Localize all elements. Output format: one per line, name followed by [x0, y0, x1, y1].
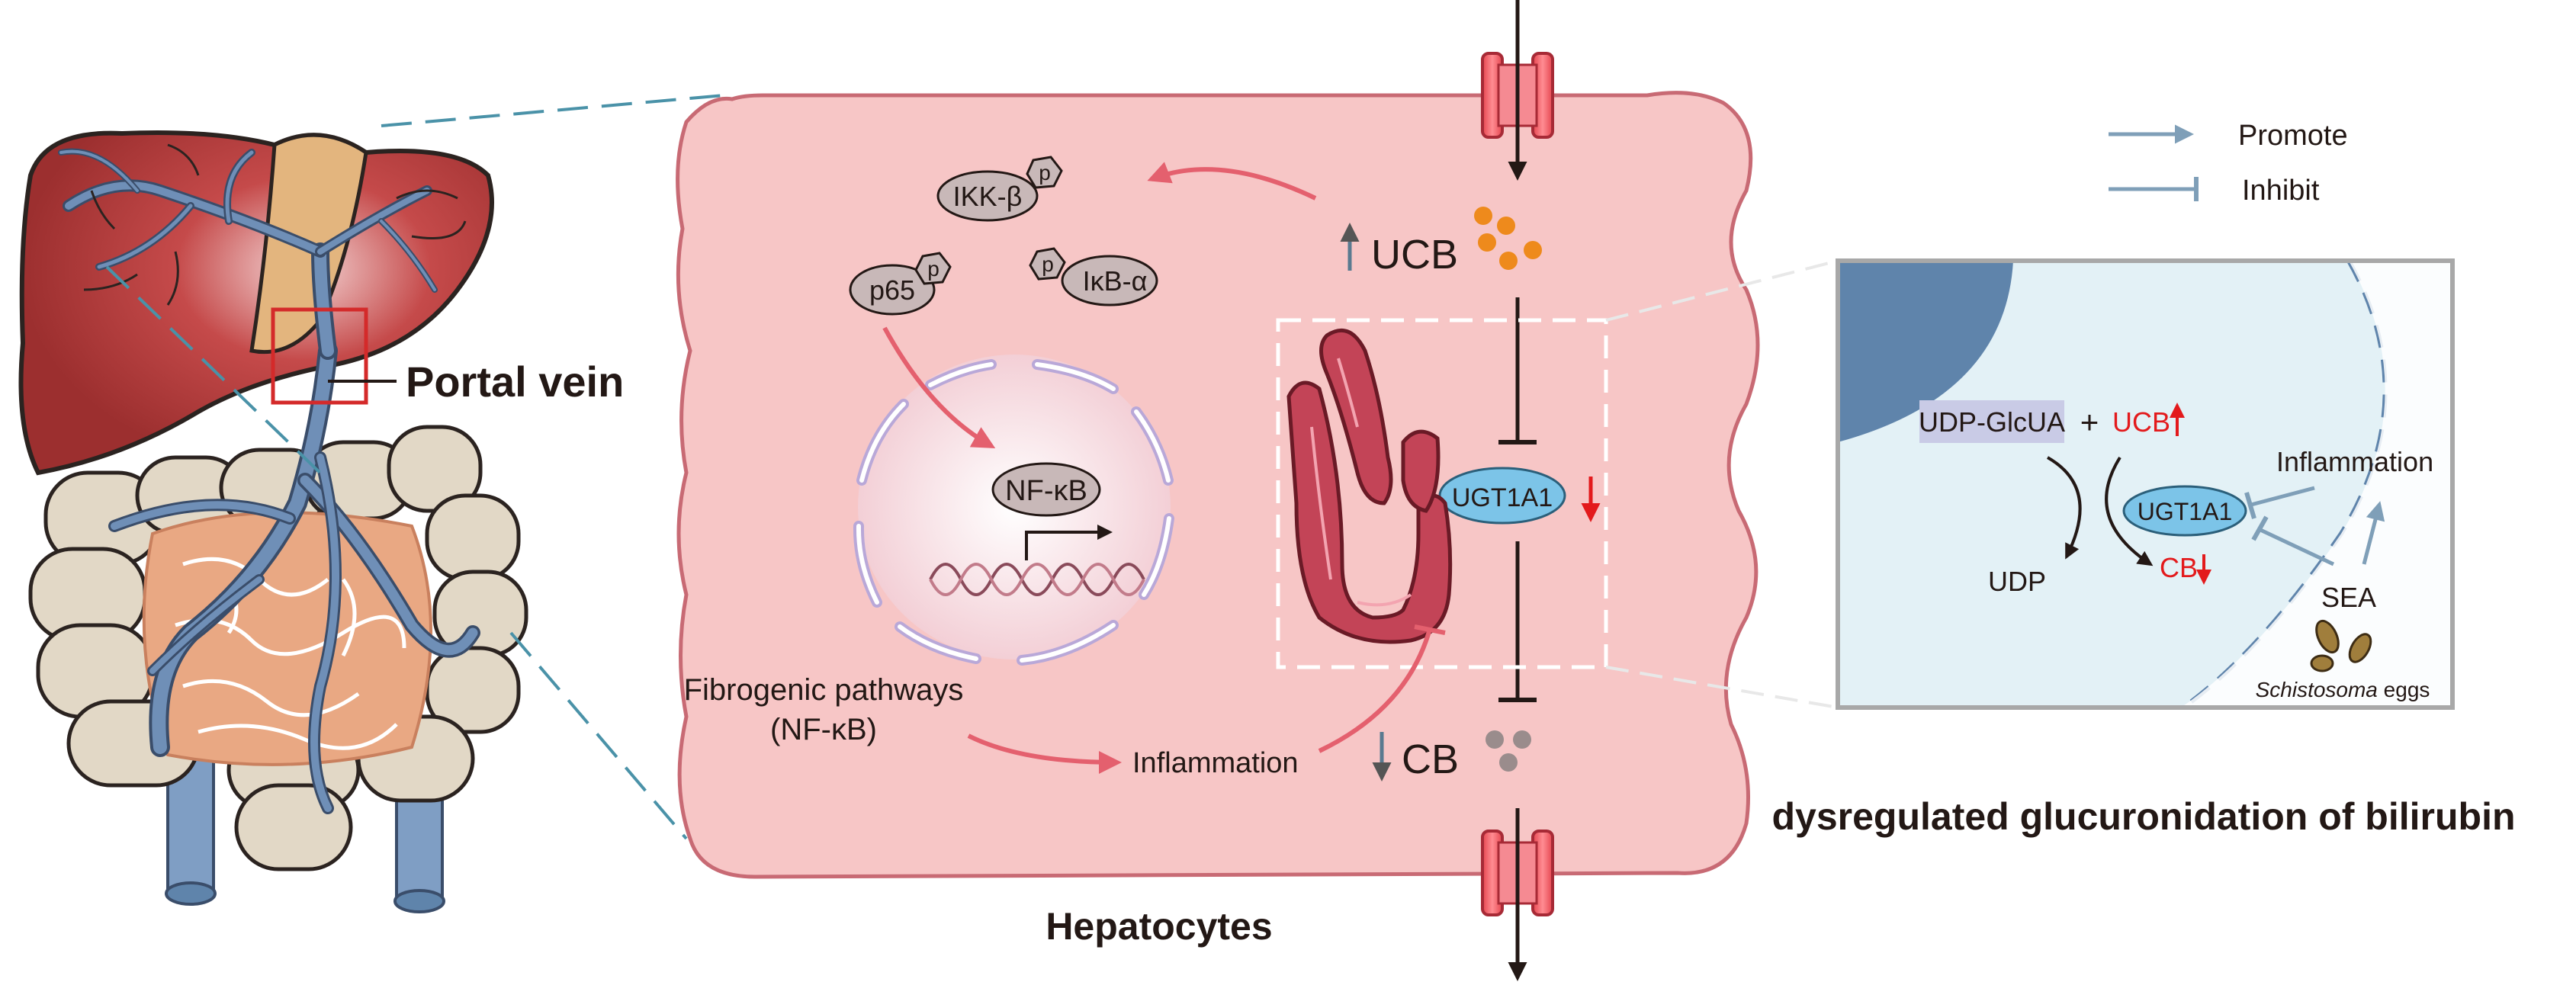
inset-ugt1a1-label: UGT1A1: [2138, 498, 2232, 525]
portal-vein-label: Portal vein: [406, 358, 624, 406]
p65-label: p65: [869, 274, 915, 306]
inflammation-inhibit-ugt-curve: [1318, 628, 1432, 753]
nfkb-complex: [991, 462, 1101, 517]
cb-dots: [1486, 730, 1531, 772]
inset-cb-arrow: [2105, 456, 2154, 566]
inset-udp-glcua-label: UDP-GlcUA: [1919, 406, 2065, 438]
liver: [18, 130, 494, 476]
inflammation-inhibit-ugt-bar: [1414, 624, 1446, 635]
legend-promote-label: Promote: [2238, 120, 2348, 152]
dysregulated-glucuronidation-label: dysregulated glucuronidation of bilirubi…: [1772, 795, 2516, 838]
inset-ugt1a1-enzyme: [2122, 485, 2247, 537]
small-intestine: [142, 511, 432, 766]
ucb-label: UCB: [1371, 232, 1458, 278]
ikb-phospho-label: p: [1042, 252, 1054, 276]
ikb-alpha-protein: [1061, 255, 1158, 306]
inset-zoom-lines: [1605, 259, 1839, 709]
inset-sea-promote-arrow: [2362, 501, 2385, 565]
inset-nucleus-corner: [1838, 261, 2013, 442]
ugt1a1-label: UGT1A1: [1452, 483, 1553, 512]
inset-udp-arrow: [2047, 456, 2082, 560]
p65-protein: [849, 264, 936, 316]
inset-sea-inhibit-line: [2257, 527, 2335, 566]
mitochondria-cristae: [1310, 358, 1412, 607]
nfkb-label: NF-κB: [1005, 475, 1087, 507]
vessel-end-right: [393, 889, 445, 913]
nuclear-envelope-inner: [856, 362, 1171, 663]
inset-eggs-italic: Schistosoma: [2256, 678, 2378, 701]
zoom-region-box: [1276, 318, 1608, 669]
inset-udp-label: UDP: [1988, 566, 2046, 597]
ikk-phospho-label: p: [1039, 161, 1051, 185]
ikk-beta-label: IKK-β: [953, 181, 1023, 212]
portal-venous-tree: [58, 148, 480, 814]
ugt1a1-enzyme: [1438, 467, 1566, 525]
inset-sea-inhibit-bar: [2251, 515, 2269, 541]
ikk-beta-protein: [936, 170, 1039, 222]
liver-vessel-branches: [83, 143, 467, 306]
inset-extracellular-region: [2181, 261, 2452, 708]
fibrogenic-label-line1: Fibrogenic pathways: [684, 673, 964, 707]
legend: Promote Inhibit: [2109, 120, 2348, 207]
inset-schistosoma-eggs-label: Schistosoma eggs: [2256, 678, 2430, 701]
inset-panel: UDP-GlcUA + UCB UDP CB UGT1A1 Inflammati…: [1836, 258, 2455, 710]
inset-ucb-label: UCB: [2112, 406, 2170, 438]
hepatocyte-cell: [676, 91, 1760, 879]
hepatocytes-label: Hepatocytes: [1045, 905, 1272, 948]
portal-vein-highlight-box: [271, 307, 368, 405]
fibrogenic-label-line2: (NF-κB): [770, 713, 877, 746]
inset-plus-sign: +: [2080, 404, 2099, 440]
ikk-phospho-tag: [1026, 156, 1063, 189]
ikb-phospho-tag: [1029, 247, 1066, 281]
transcription-start-arrow: [1025, 525, 1113, 560]
p65-phospho-label: p: [927, 257, 940, 281]
ikb-alpha-label: IκB-α: [1083, 265, 1148, 297]
zoom-lines: [105, 94, 725, 840]
dna-helix: [929, 563, 1145, 596]
cb-label: CB: [1402, 736, 1459, 782]
inset-inflammation-inhibit-bar: [2244, 492, 2256, 519]
p65-to-nucleus-arrow: [882, 326, 996, 448]
inset-inflammation-inhibit-line: [2250, 486, 2315, 507]
fibrogenic-to-inflammation-arrow: [967, 733, 1122, 774]
udp-glcua-highlight: [1919, 400, 2064, 443]
schistosoma-egg-icons: [2310, 619, 2372, 672]
inset-sea-label: SEA: [2321, 582, 2376, 613]
ucb-to-ikk-arrow: [1147, 162, 1317, 201]
p65-phospho-tag: [914, 252, 952, 285]
anatomy-illustration: Portal vein: [18, 130, 624, 913]
inflammation-label: Inflammation: [1132, 747, 1299, 779]
legend-inhibit-label: Inhibit: [2242, 175, 2320, 207]
inset-border: [1836, 258, 2455, 710]
inset-cb-label: CB: [2160, 552, 2198, 583]
ucb-dots: [1474, 207, 1542, 270]
inset-inflammation-label: Inflammation: [2276, 446, 2433, 477]
vessel-end-left: [165, 881, 217, 906]
inset-eggs-rest: eggs: [2378, 678, 2430, 701]
